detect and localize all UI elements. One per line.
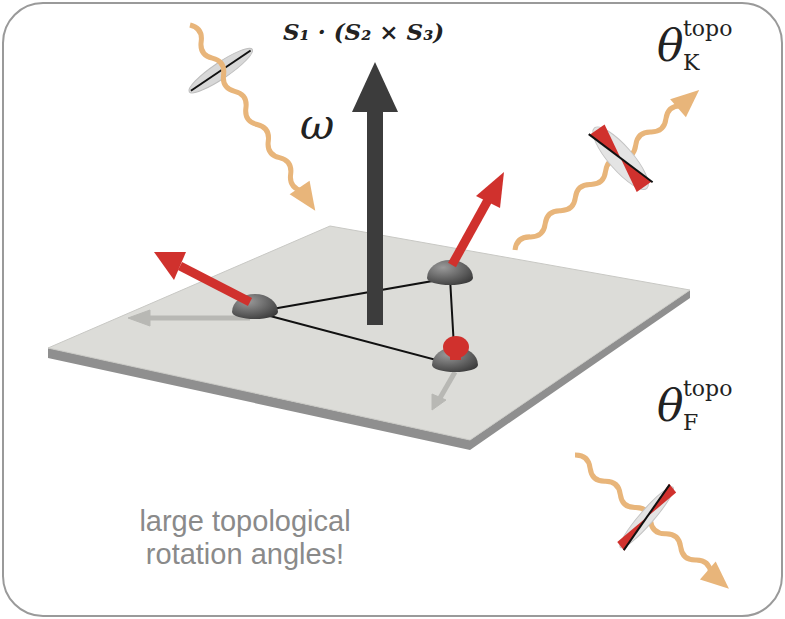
triangle-bonds (255, 278, 455, 365)
spin-shadows (128, 310, 455, 410)
kerr-subscript: K (683, 52, 699, 74)
transmitted-beam (549, 425, 755, 619)
frequency-symbol: ω (300, 104, 334, 146)
spin-1 (154, 252, 278, 319)
caption-note: large topological rotation angles! (95, 505, 395, 572)
kerr-superscript: topo (683, 18, 732, 40)
spin-2 (427, 172, 504, 285)
chirality-arrow (352, 62, 398, 325)
frame (3, 3, 782, 616)
faraday-superscript: topo (683, 378, 732, 400)
chirality-formula: S₁ · (S₂ × S₃) (283, 20, 444, 43)
reflected-beam (489, 60, 726, 280)
faraday-subscript: F (683, 412, 698, 434)
spin-3 (432, 336, 478, 372)
faraday-theta: θ (657, 384, 684, 428)
kerr-theta: θ (657, 24, 684, 68)
